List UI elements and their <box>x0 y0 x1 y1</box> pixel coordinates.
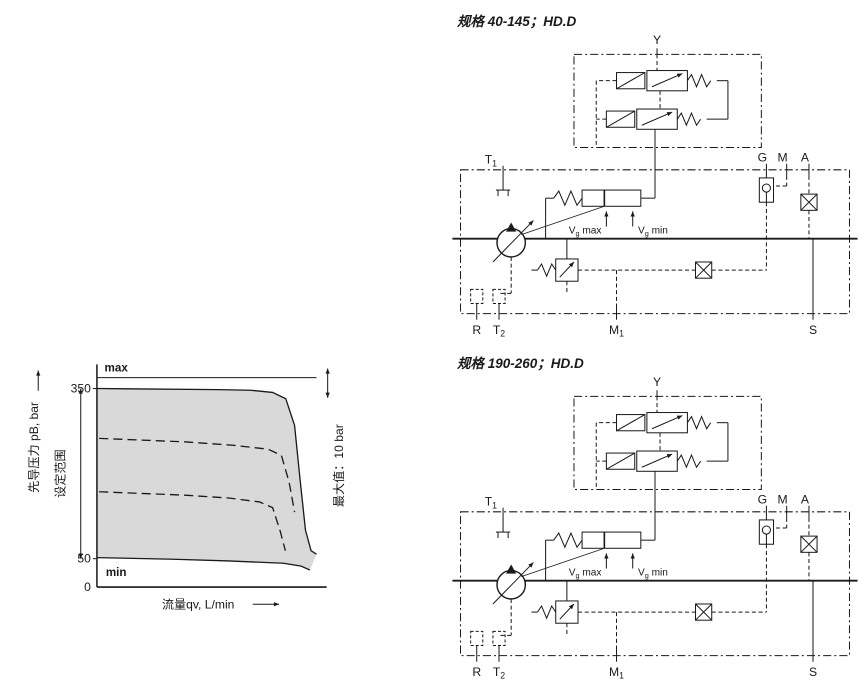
port-label-t1: T1 <box>485 495 497 511</box>
label-vg-min: Vg min <box>638 568 668 581</box>
curve-min <box>96 556 311 571</box>
curve-mid-upper <box>99 437 296 513</box>
range-label: 设定范围 <box>53 449 68 498</box>
port-label-t2: T2 <box>493 323 505 339</box>
port-label-s: S <box>809 323 817 337</box>
port-label-a: A <box>801 493 810 507</box>
setting-range-area <box>96 388 317 571</box>
schematic-title-size-190-260: 规格 190-260；HD.D <box>457 356 584 371</box>
port-label-s: S <box>809 665 817 679</box>
x-axis-label: 流量qv, L/min <box>162 597 235 611</box>
port-label-r: R <box>472 323 481 337</box>
ytick-0: 0 <box>84 580 91 594</box>
port-label-r: R <box>472 665 481 679</box>
port-label-m: M <box>778 151 788 165</box>
schematic-title-size-40-145: 规格 40-145；HD.D <box>457 14 577 29</box>
port-label-t1: T1 <box>485 153 497 169</box>
max-deviation-label: 最大值：10 bar <box>331 424 346 507</box>
port-label-g: G <box>758 493 767 507</box>
port-label-a: A <box>801 151 810 165</box>
port-label-g: G <box>758 151 767 165</box>
port-label-m: M <box>778 493 788 507</box>
port-label-y: Y <box>653 33 661 47</box>
port-label-m1: M1 <box>609 665 624 681</box>
label-vg-min: Vg min <box>638 226 668 239</box>
curve-mid-lower <box>99 491 287 551</box>
port-label-m1: M1 <box>609 323 624 339</box>
label-vg-max: Vg max <box>569 226 602 239</box>
label-vg-max: Vg max <box>569 568 602 581</box>
port-label-y: Y <box>653 375 661 389</box>
y-axis-label: 先导压力 pB, bar <box>27 402 41 493</box>
port-label-t2: T2 <box>493 665 505 681</box>
label-min: min <box>106 566 127 579</box>
label-max: max <box>105 362 129 375</box>
curve-max <box>96 387 317 555</box>
